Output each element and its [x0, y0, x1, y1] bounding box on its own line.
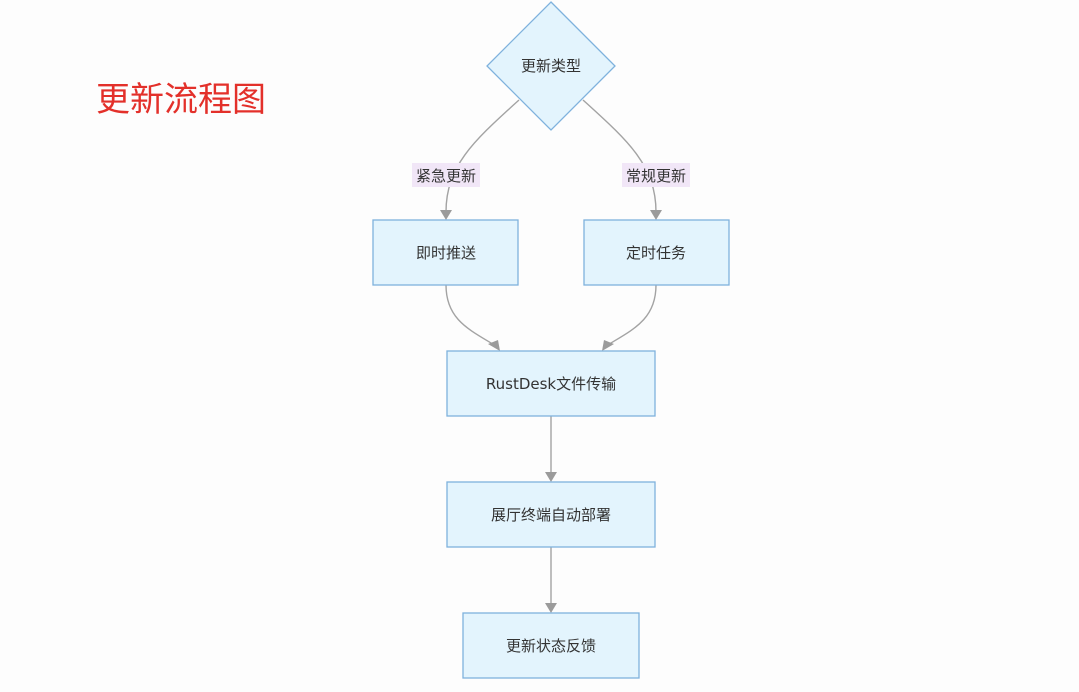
status-feedback-label: 更新状态反馈	[506, 637, 596, 655]
scheduled-task-node: 定时任务	[583, 219, 730, 286]
edge-label-regular: 常规更新	[622, 163, 690, 187]
page-title: 更新流程图	[96, 80, 266, 120]
edge-decision-to-scheduled	[582, 99, 662, 220]
edge-label-regular-text: 常规更新	[626, 167, 686, 185]
decision-node-label: 更新类型	[521, 57, 581, 75]
edge-decision-to-instant	[440, 99, 520, 220]
auto-deploy-node: 展厅终端自动部署	[446, 481, 656, 548]
file-transfer-label: RustDesk文件传输	[486, 375, 616, 393]
edge-instant-to-transfer	[445, 284, 500, 351]
edge-deploy-to-feedback	[545, 547, 557, 613]
instant-push-node: 即时推送	[372, 219, 519, 286]
instant-push-label: 即时推送	[416, 244, 476, 262]
auto-deploy-label: 展厅终端自动部署	[491, 506, 611, 524]
decision-node: 更新类型	[486, 1, 616, 131]
edge-label-emergency-text: 紧急更新	[416, 167, 476, 185]
edge-label-emergency: 紧急更新	[412, 163, 480, 187]
scheduled-task-label: 定时任务	[626, 244, 686, 262]
edge-scheduled-to-transfer	[602, 284, 657, 351]
file-transfer-node: RustDesk文件传输	[446, 350, 656, 417]
status-feedback-node: 更新状态反馈	[462, 612, 640, 679]
edge-transfer-to-deploy	[545, 416, 557, 482]
